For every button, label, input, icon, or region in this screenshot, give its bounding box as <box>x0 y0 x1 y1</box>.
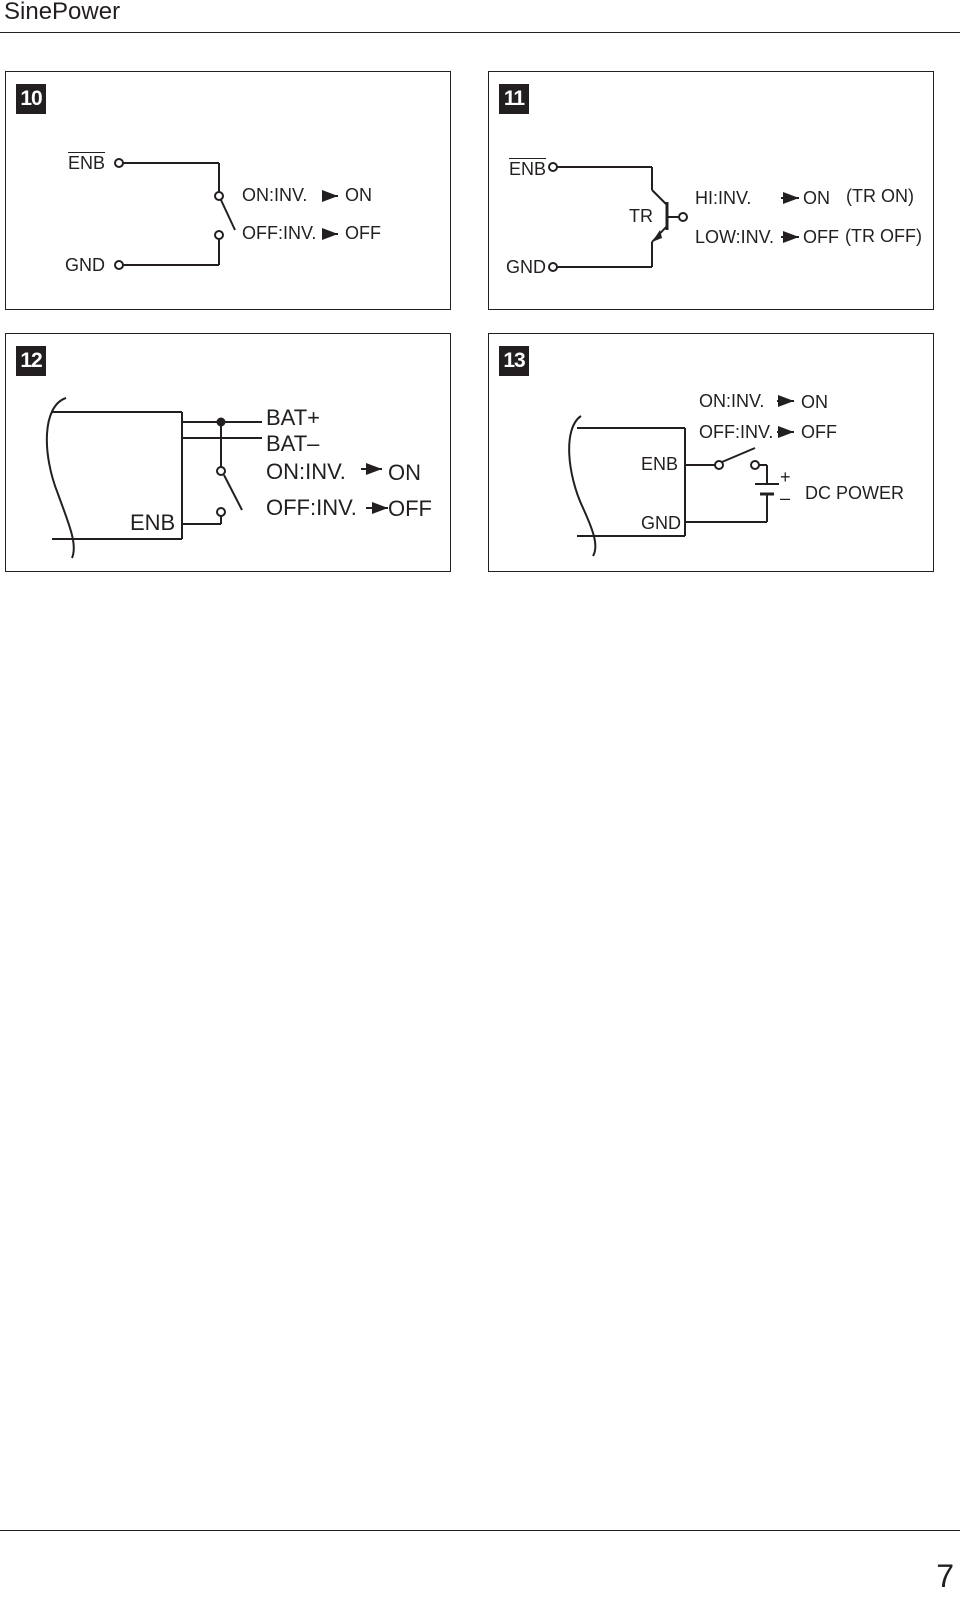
header-rule <box>0 32 960 33</box>
transistor-label: TR <box>629 206 653 226</box>
figure-10-diagram <box>114 158 338 270</box>
tr-on-label: (TR ON) <box>846 186 914 206</box>
on-state-label: ON:INV. <box>242 185 308 205</box>
enb-label: ENB <box>509 159 547 179</box>
enb-label: ENB <box>68 153 106 173</box>
figure-12-diagram <box>45 397 388 559</box>
gnd-label: GND <box>65 255 105 275</box>
off-state-label: OFF:INV. <box>699 422 774 442</box>
on-value-label: ON <box>388 460 421 485</box>
off-value-label: OFF <box>388 496 432 521</box>
on-value-label: ON <box>801 392 828 412</box>
on-value-label: ON <box>345 185 372 205</box>
enb-label: ENB <box>130 510 176 535</box>
page-number: 7 <box>936 1558 954 1594</box>
bat-plus-label: BAT+ <box>266 405 321 430</box>
enb-label: ENB <box>641 454 679 474</box>
off-value-label: OFF <box>803 227 839 247</box>
footer-rule <box>0 1530 960 1531</box>
figure-13-diagram <box>568 395 794 557</box>
gnd-label: GND <box>641 513 681 533</box>
off-state-label: OFF:INV. <box>242 223 317 243</box>
figure-12-panel: 12 BAT+ BAT– ON:INV. ON OFF:INV. OFF ENB <box>5 333 451 572</box>
emitter-arrow-icon <box>652 230 662 242</box>
off-value-label: OFF <box>801 422 837 442</box>
on-value-label: ON <box>803 188 830 208</box>
dc-power-label: DC POWER <box>805 483 904 503</box>
figure-number-badge: 10 <box>16 84 46 114</box>
figure-number-badge: 12 <box>16 346 46 376</box>
figure-13-panel: 13 ON:INV. ON OFF:INV. OFF ENB GND + – D… <box>488 333 934 572</box>
bat-minus-label: BAT– <box>266 431 320 456</box>
on-state-label: ON:INV. <box>266 459 346 484</box>
figure-number-badge: 11 <box>499 84 529 114</box>
hi-state-label: HI:INV. <box>695 188 752 208</box>
figure-number-badge: 13 <box>499 346 529 376</box>
on-state-label: ON:INV. <box>699 391 765 411</box>
low-state-label: LOW:INV. <box>695 227 775 247</box>
battery-minus-label: – <box>780 488 791 508</box>
brand-title: SinePower <box>4 0 121 25</box>
tr-off-label: (TR OFF) <box>845 226 922 246</box>
figure-11-panel: 11 ENB GND TR HI:INV. ON (TR ON) LOW:INV… <box>488 71 934 310</box>
junction-dot-icon <box>216 417 226 427</box>
gnd-label: GND <box>506 257 546 277</box>
off-state-label: OFF:INV. <box>266 495 357 520</box>
figure-11-diagram <box>548 162 799 272</box>
off-value-label: OFF <box>345 223 381 243</box>
figure-10-panel: 10 ENB GND ON:INV. ON OFF:INV. OFF <box>5 71 451 310</box>
battery-plus-label: + <box>780 467 791 487</box>
